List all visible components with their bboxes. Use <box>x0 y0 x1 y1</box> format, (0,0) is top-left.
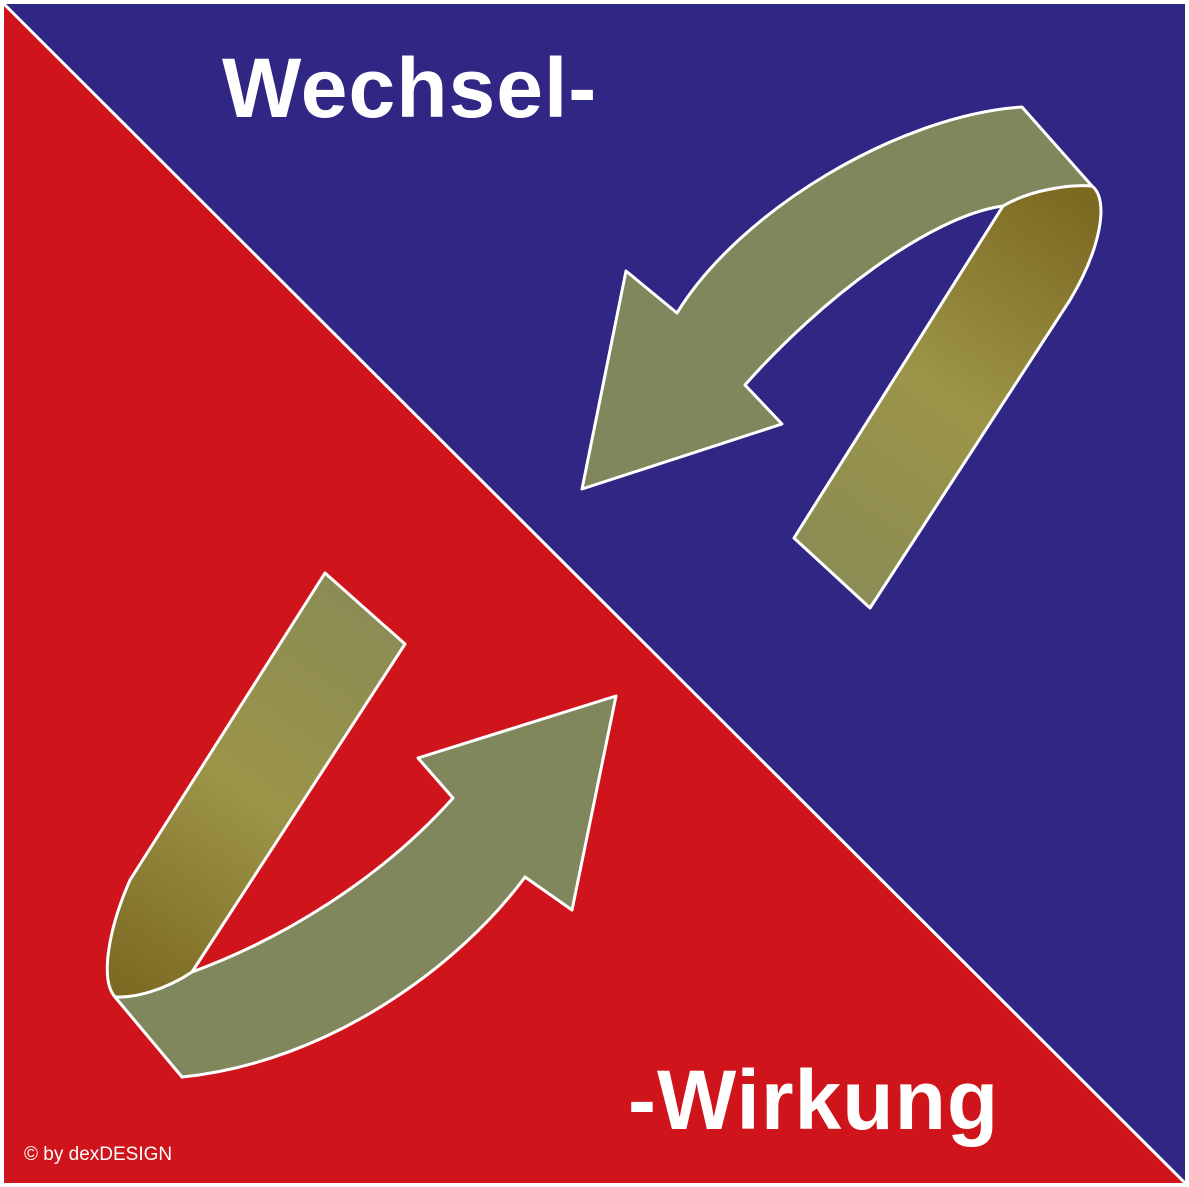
curved-arrow-down-left-icon <box>580 105 1103 610</box>
arrow-top-body <box>580 105 1094 491</box>
title-top-wechsel: Wechsel- <box>222 41 598 135</box>
copyright-credit: © by dexDESIGN <box>24 1144 173 1165</box>
curved-arrow-up-right-icon <box>105 571 618 1079</box>
title-bottom-wirkung: -Wirkung <box>628 1053 1000 1147</box>
arrow-bottom-body <box>113 694 618 1079</box>
